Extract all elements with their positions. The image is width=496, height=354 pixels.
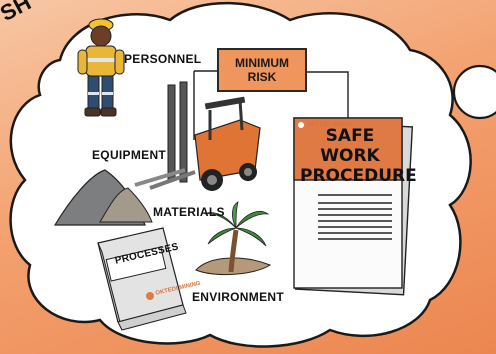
label-equipment: EQUIPMENT (92, 148, 167, 162)
processes-manual (97, 227, 187, 331)
forklift-illustration (134, 81, 261, 191)
manual-logo-mark (146, 292, 154, 300)
document-title-line-2: PROCEDURE (300, 166, 417, 186)
document-text-lines (318, 194, 392, 240)
label-materials: MATERIALS (153, 205, 225, 219)
document-logo-mark (298, 122, 304, 128)
safe-work-document (293, 117, 414, 296)
small-bubble (452, 64, 496, 120)
worker-illustration (77, 18, 125, 117)
risk-line-2: RISK (247, 70, 277, 84)
materials-illustration (53, 169, 153, 226)
connector-line (307, 71, 349, 118)
environment-illustration (195, 201, 272, 275)
document-title: SAFE WORK PROCEDURE (300, 126, 417, 186)
label-environment: ENVIRONMENT (192, 290, 284, 304)
risk-line-1: MINIMUM (235, 56, 289, 70)
document-logo-text: OKTEDI MINING (307, 122, 353, 128)
label-personnel: PERSONNEL (124, 52, 202, 66)
minimum-risk-box: MINIMUM RISK (217, 48, 307, 92)
document-title-line-1: SAFE WORK (320, 126, 380, 166)
